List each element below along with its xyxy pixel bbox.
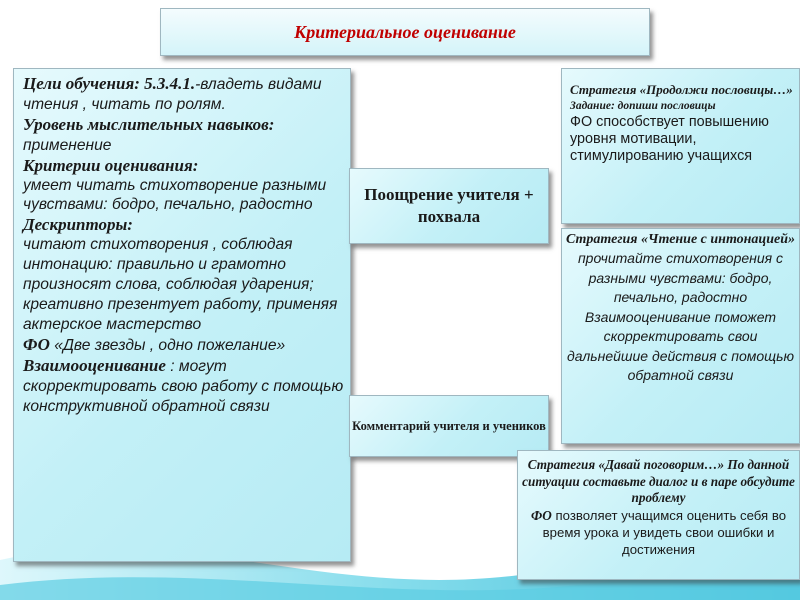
descriptors-heading: Дескрипторы:	[23, 215, 133, 235]
strategy-talk-title: Стратегия «Давай поговорим…» По данной с…	[522, 457, 795, 505]
criteria-text: умеет читать стихотворение разными чувст…	[23, 176, 327, 214]
strategy-intonation-title: Стратегия «Чтение с интонацией»	[566, 232, 795, 247]
criteria-panel: Цели обучения: 5.3.4.1.-владеть видами ч…	[13, 68, 351, 562]
thinking-level: Уровень мыслительных навыков: применение	[23, 114, 275, 154]
criteria-heading: Критерии оценивания:	[23, 155, 199, 175]
strategy-proverbs-box: Стратегия «Продолжи пословицы…» Задание:…	[561, 68, 800, 224]
strategy-intonation-box: Стратегия «Чтение с интонацией» прочитай…	[561, 228, 800, 444]
comment-box: Комментарий учителя и учеников	[349, 395, 549, 457]
strategy-proverbs-text: ФО способствует повышению уровня мотивац…	[570, 114, 769, 164]
strategy-talk-box: Стратегия «Давай поговорим…» По данной с…	[517, 450, 800, 580]
peer-assessment: Взаимооценивание : могут скорректировать…	[23, 355, 344, 415]
strategy-proverbs-task: Задание: допиши пословицы	[570, 100, 716, 112]
title-banner: Критериальное оценивание	[160, 8, 650, 56]
teacher-encouragement-box: Поощрение учителя + похвала	[349, 168, 549, 244]
page-title: Критериальное оценивание	[294, 21, 516, 42]
learning-goals: Цели обучения: 5.3.4.1.-владеть видами ч…	[23, 74, 322, 113]
fo-line: ФО «Две звезды , одно пожелание»	[23, 334, 286, 354]
comment-text: Комментарий учителя и учеников	[352, 418, 546, 433]
strategy-talk-text: ФО позволяет учащимся оценить себя во вр…	[530, 507, 787, 557]
encouragement-text: Поощрение учителя + похвала	[364, 185, 534, 226]
strategy-proverbs-title: Стратегия «Продолжи пословицы…»	[570, 82, 793, 97]
strategy-intonation-text: прочитайте стихотворения с разными чувст…	[567, 250, 794, 383]
descriptors-text: читают стихотворения , соблюдая интонаци…	[23, 236, 338, 333]
